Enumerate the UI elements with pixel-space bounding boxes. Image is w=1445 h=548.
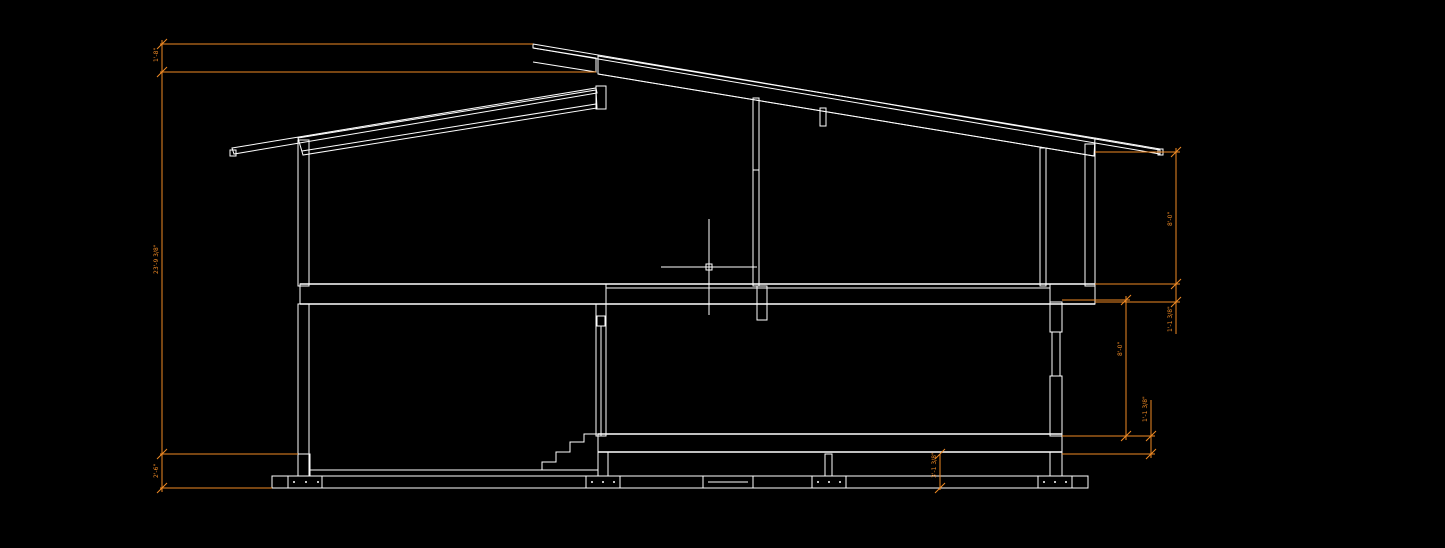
second-floor <box>299 283 1096 305</box>
left-dimensions <box>156 38 596 494</box>
dim-floor-joist-depth: 1'-1 3/8" <box>1167 306 1174 332</box>
stairs <box>308 433 598 476</box>
main-roof <box>532 43 1164 157</box>
right-wall <box>1039 143 1096 437</box>
lower-partition <box>595 303 607 437</box>
dim-overall-height: 23'-9 3/8" <box>153 244 160 274</box>
crosshair-cursor[interactable] <box>661 219 757 315</box>
dim-main-wall-height: 8'-0" <box>1117 342 1124 356</box>
dim-overhang-rise: 1'-8" <box>153 48 160 62</box>
right-dimensions <box>934 146 1182 494</box>
dim-footing-depth: 2'-6" <box>153 464 160 478</box>
main-floor <box>597 433 1063 477</box>
left-roof <box>229 85 607 157</box>
foundation <box>271 451 1089 489</box>
upper-partition <box>752 97 768 321</box>
dim-main-floor-depth: 1'-1 3/8" <box>1142 396 1149 422</box>
dim-crawl-height: 3'-1 3/8" <box>931 452 938 478</box>
dim-upper-wall-height: 8'-0" <box>1167 212 1174 226</box>
